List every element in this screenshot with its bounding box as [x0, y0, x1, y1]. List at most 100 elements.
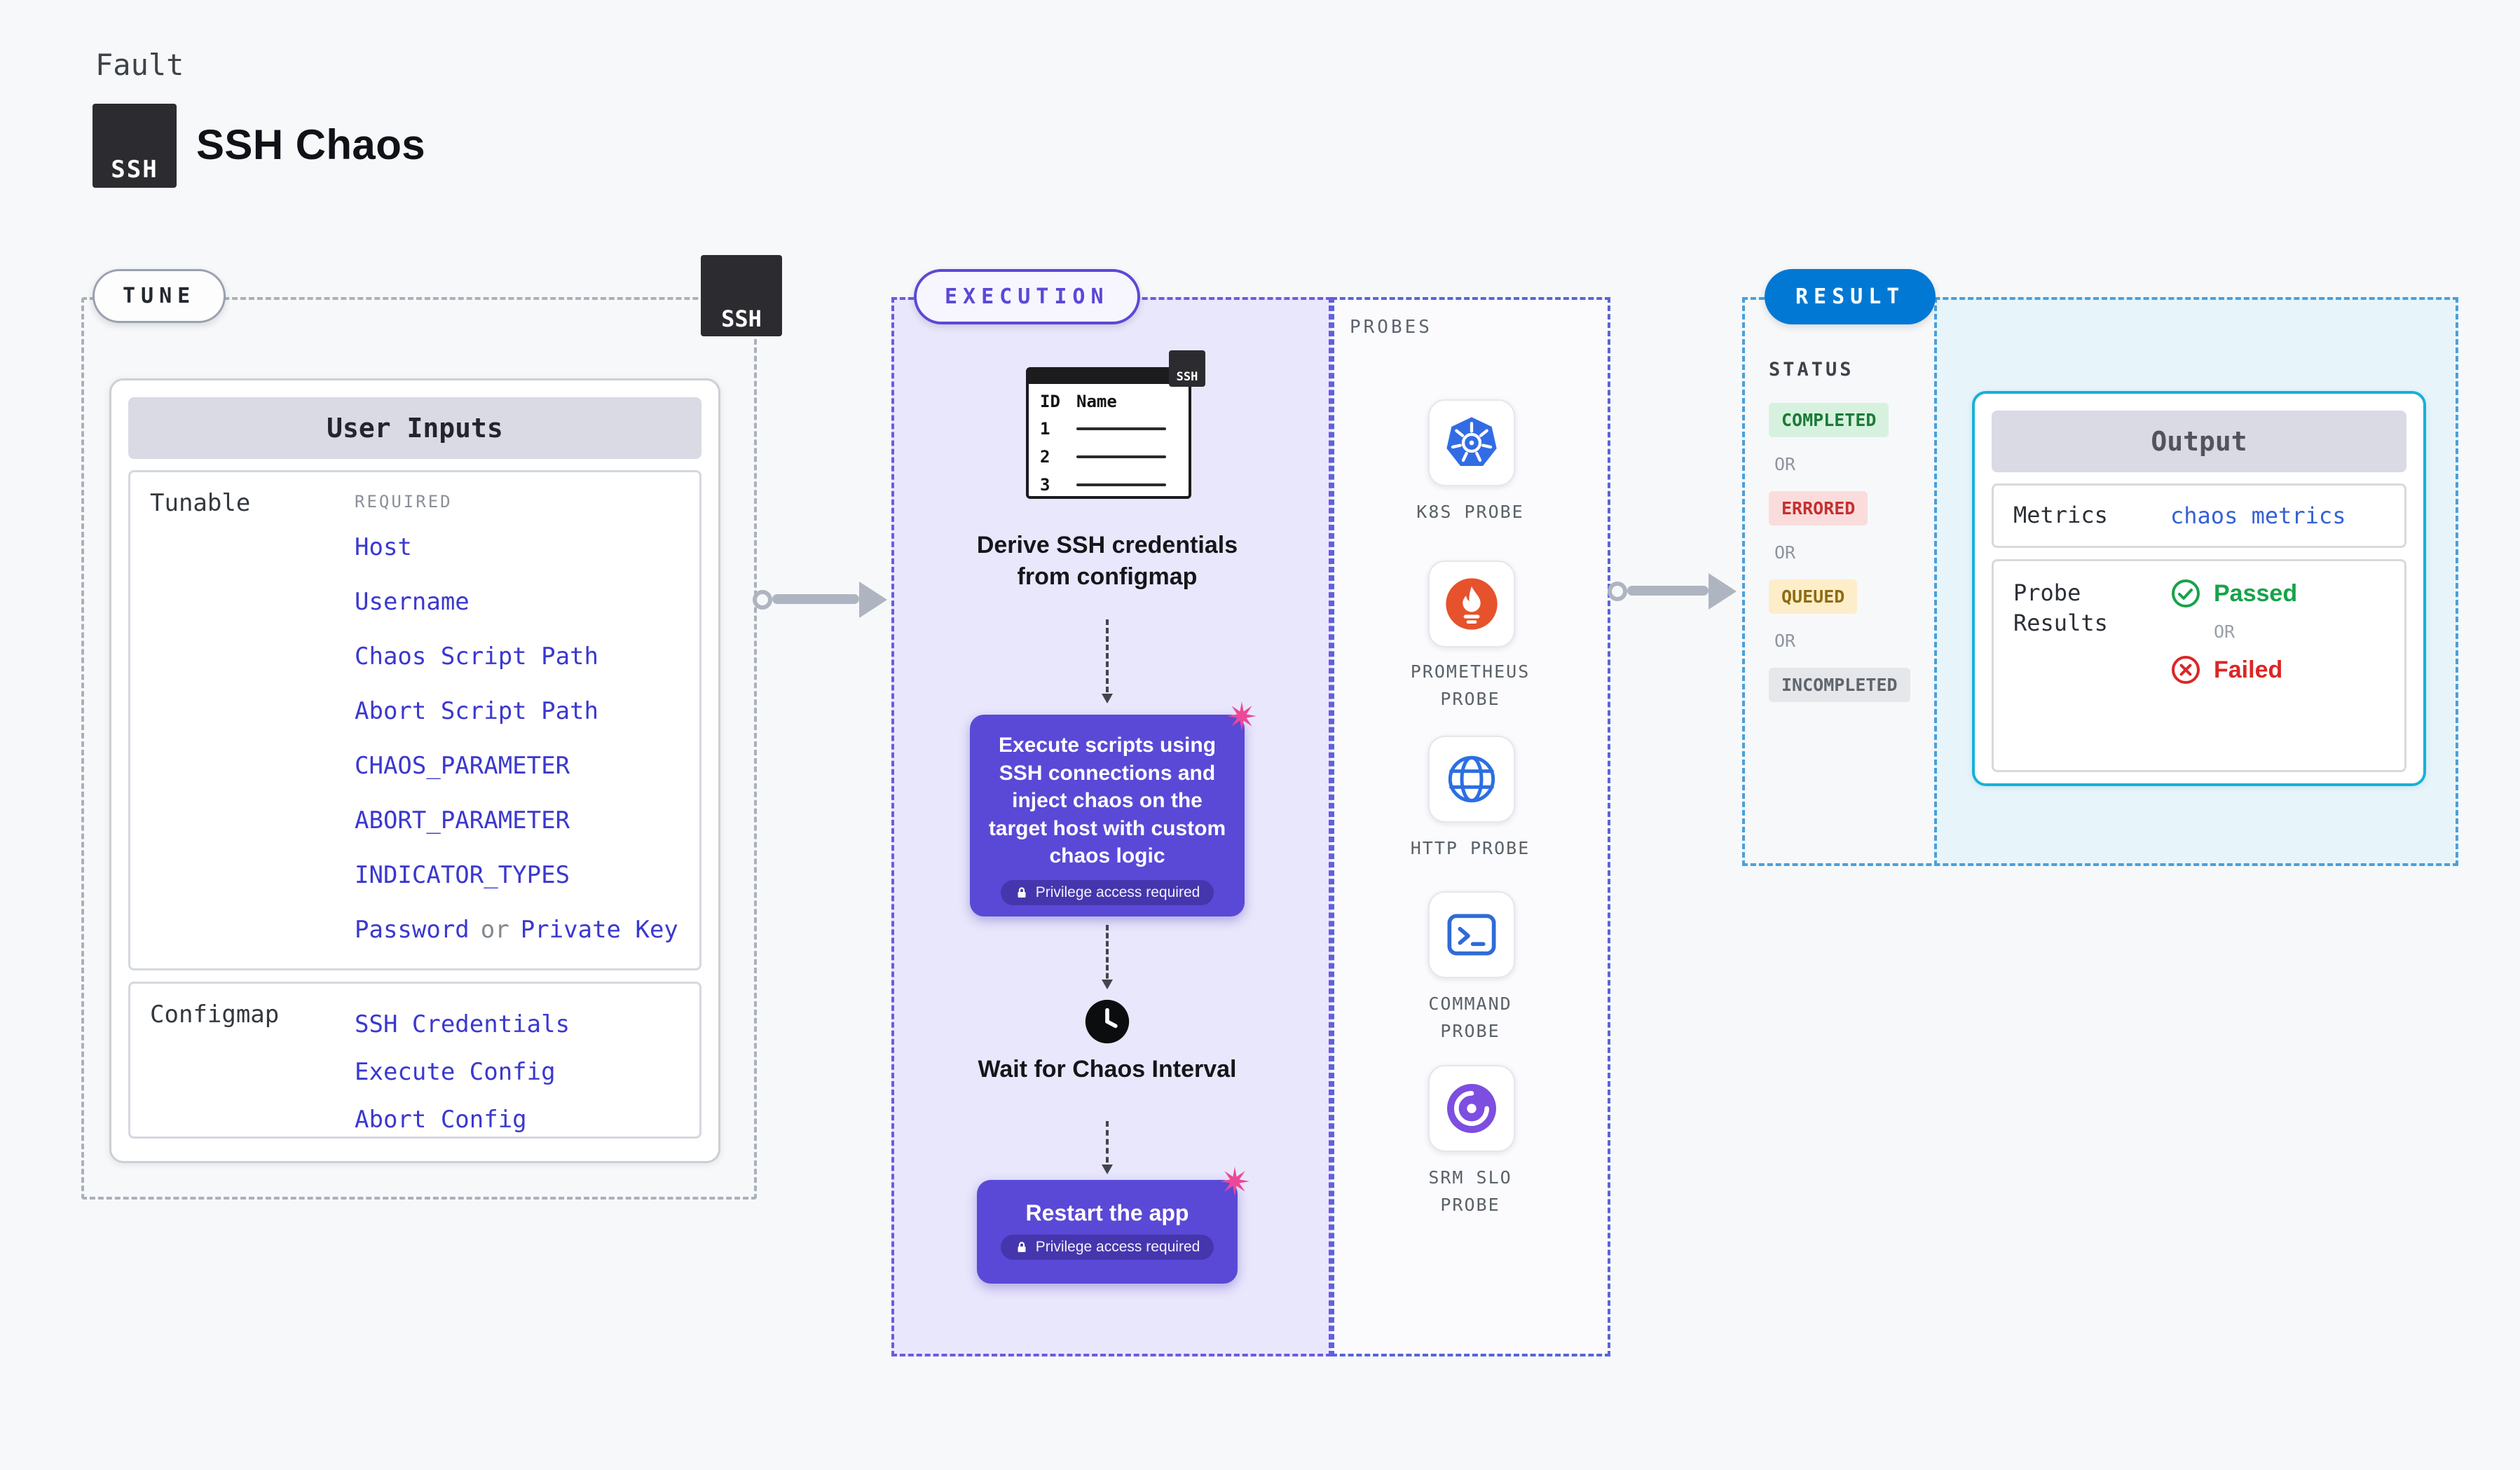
table-titlebar — [1026, 367, 1191, 384]
status-badge-errored: ERRORED — [1769, 491, 1868, 526]
command-probe-label: COMMAND PROBE — [1428, 994, 1512, 1041]
tune-pill: TUNE — [93, 269, 226, 323]
tunable-item-indicator-types[interactable]: INDICATOR_TYPES — [355, 861, 570, 889]
configmap-item-ssh-credentials[interactable]: SSH Credentials — [355, 1010, 570, 1038]
lock-icon — [1018, 1242, 1026, 1253]
ssh-badge-small-text: SSH — [1176, 370, 1198, 384]
srm-slo-probe-label: SRM SLO PROBE — [1428, 1167, 1512, 1215]
privilege-pill: Privilege access required — [1000, 879, 1214, 905]
srm-slo-icon — [1447, 1084, 1496, 1133]
ssh-logo-text: SSH — [111, 156, 158, 184]
step-derive-credentials: Derive SSH credentials from configmap — [976, 532, 1238, 590]
configmap-table-graphic: ID Name 1 2 3 SSH — [1026, 350, 1205, 504]
configmap-item-abort-config[interactable]: Abort Config — [355, 1106, 527, 1134]
status-badge-queued: QUEUED — [1769, 579, 1858, 614]
k8s-probe-label: K8S PROBE — [1416, 502, 1524, 522]
tunable-label: Tunable — [150, 489, 251, 517]
restart-app-step: Restart the app Privilege access require… — [977, 1167, 1249, 1284]
metrics-row: Metrics chaos metrics — [1992, 483, 2406, 548]
table-col-id: ID — [1040, 392, 1060, 411]
tune-section-box — [81, 297, 757, 1200]
arrow2-tail-icon — [1608, 582, 1627, 601]
or-text: OR — [2214, 621, 2235, 642]
execute-scripts-step: Execute scripts using SSH connections an… — [970, 701, 1256, 916]
lock-icon — [1018, 887, 1026, 898]
table-row-3: 3 — [1040, 475, 1050, 495]
metrics-value[interactable]: chaos metrics — [2170, 502, 2346, 529]
table-row-line — [1076, 455, 1166, 458]
or-text: OR — [1774, 542, 1796, 563]
probe-results-row: Probe Results Passed OR Failed — [1992, 559, 2406, 772]
privilege-note: Privilege access required — [1035, 1239, 1200, 1256]
ssh-badge-text: SSH — [721, 305, 762, 332]
configmap-item-execute-config[interactable]: Execute Config — [355, 1058, 556, 1086]
result-pill: RESULT — [1765, 269, 1936, 324]
http-globe-icon — [1448, 755, 1495, 803]
tunable-item-host[interactable]: Host — [355, 533, 412, 561]
passed-line: Passed — [2170, 578, 2297, 609]
tunable-item-abort-parameter[interactable]: ABORT_PARAMETER — [355, 806, 570, 834]
tunable-item-username[interactable]: Username — [355, 588, 470, 616]
or-separator: or — [480, 916, 509, 944]
kubernetes-icon — [1446, 417, 1497, 466]
http-probe-label: HTTP PROBE — [1410, 838, 1531, 858]
output-card: Output Metrics chaos metrics Probe Resul… — [1972, 391, 2426, 786]
command-terminal-icon — [1447, 914, 1496, 956]
prometheus-probe-tile — [1428, 561, 1515, 647]
metrics-label: Metrics — [2013, 502, 2108, 529]
required-tag: REQUIRED — [355, 492, 453, 511]
failed-text: Failed — [2214, 656, 2283, 683]
table-row-1: 1 — [1040, 419, 1050, 439]
passed-text: Passed — [2214, 579, 2298, 607]
configmap-label: Configmap — [150, 1001, 280, 1029]
arrow1-tail-icon — [753, 590, 772, 610]
clock-icon — [1083, 998, 1131, 1045]
prometheus-probe-label: PROMETHEUS PROBE — [1410, 661, 1531, 709]
ssh-badge-small-icon: SSH — [1169, 350, 1205, 387]
tunable-item-chaos-script-path[interactable]: Chaos Script Path — [355, 643, 598, 671]
user-inputs-card: User Inputs Tunable REQUIRED Host Userna… — [109, 378, 720, 1163]
chaos-splat-icon — [1227, 701, 1256, 731]
ssh-badge-icon: SSH — [701, 255, 782, 336]
or-text: OR — [1774, 631, 1796, 651]
arrow1-head-icon — [859, 582, 887, 618]
http-probe-tile — [1428, 736, 1515, 823]
tunable-section: Tunable REQUIRED Host Username Chaos Scr… — [128, 470, 701, 970]
execute-scripts-text: Execute scripts using SSH connections an… — [988, 734, 1226, 868]
tunable-item-abort-script-path[interactable]: Abort Script Path — [355, 697, 598, 725]
page-title: SSH Chaos — [196, 121, 426, 168]
privilege-note: Privilege access required — [1035, 884, 1200, 900]
arrow2-head-icon — [1708, 573, 1737, 610]
step-wait-interval: Wait for Chaos Interval — [978, 1056, 1237, 1083]
password-link[interactable]: Password — [355, 916, 470, 944]
table-row-line — [1076, 427, 1166, 430]
privilege-pill: Privilege access required — [1000, 1235, 1214, 1261]
failed-line: Failed — [2170, 654, 2297, 685]
user-inputs-title: User Inputs — [128, 397, 701, 459]
tunable-item-chaos-parameter[interactable]: CHAOS_PARAMETER — [355, 752, 570, 780]
x-circle-icon — [2172, 656, 2200, 684]
execution-pill: EXECUTION — [914, 269, 1140, 324]
status-label: STATUS — [1769, 359, 1854, 380]
configmap-section: Configmap SSH Credentials Execute Config… — [128, 982, 701, 1139]
srm-slo-probe-tile — [1428, 1065, 1515, 1152]
arrow2-line — [1627, 586, 1708, 596]
status-column: STATUS COMPLETED OR ERRORED OR QUEUED OR… — [1769, 359, 1910, 702]
ssh-logo-icon: SSH — [93, 104, 177, 188]
or-text: OR — [1774, 454, 1796, 474]
command-probe-tile — [1428, 891, 1515, 978]
fault-kicker: Fault — [95, 48, 184, 82]
flow-connector — [1102, 1121, 1113, 1174]
probes-section-box — [1331, 297, 1610, 1356]
k8s-probe-tile — [1428, 399, 1515, 486]
flow-connector — [1102, 619, 1113, 703]
table-col-name: Name — [1076, 392, 1117, 411]
private-key-link[interactable]: Private Key — [520, 916, 678, 944]
configmap-items: SSH Credentials Execute Config Abort Con… — [355, 1001, 698, 1143]
table-row-line — [1076, 483, 1166, 486]
flow-connector — [1102, 925, 1113, 989]
check-circle-icon — [2172, 579, 2200, 607]
probes-label: PROBES — [1350, 317, 1432, 338]
restart-app-text: Restart the app — [1025, 1200, 1189, 1225]
